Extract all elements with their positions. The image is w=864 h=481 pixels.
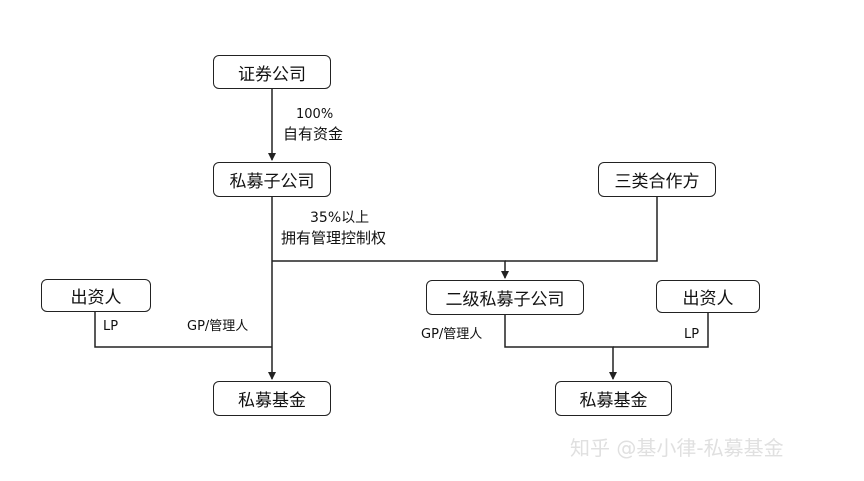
- node-pe-subsidiary: 私募子公司: [213, 162, 331, 197]
- node-investor-left: 出资人: [41, 279, 151, 312]
- edge-investor-left-lp: [94, 311, 272, 348]
- label-100-percent: 100%: [296, 107, 334, 122]
- label-gp-right: GP/管理人: [421, 327, 483, 342]
- node-class3-partner: 三类合作方: [598, 162, 716, 197]
- label-lp-right: LP: [684, 327, 700, 342]
- watermark: 知乎 @基小律-私募基金: [570, 436, 784, 460]
- label-own-funds: 自有资金: [283, 125, 344, 143]
- node-pe-fund-left: 私募基金: [213, 381, 331, 416]
- edge-pe-to-second: [272, 260, 509, 279]
- label-lp-left: LP: [103, 319, 119, 334]
- edge-second-to-fund-right: [504, 315, 617, 380]
- node-second-pe-subsidiary: 二级私募子公司: [426, 280, 584, 315]
- node-securities-company: 证券公司: [213, 55, 331, 89]
- label-control: 拥有管理控制权: [281, 229, 387, 247]
- edge-class3-to-second: [505, 197, 658, 262]
- edge-investor-right-lp: [613, 313, 709, 348]
- label-gp-left: GP/管理人: [187, 319, 249, 334]
- label-35-percent: 35%以上: [310, 210, 370, 226]
- node-pe-fund-right: 私募基金: [555, 381, 672, 416]
- node-investor-right: 出资人: [656, 280, 760, 313]
